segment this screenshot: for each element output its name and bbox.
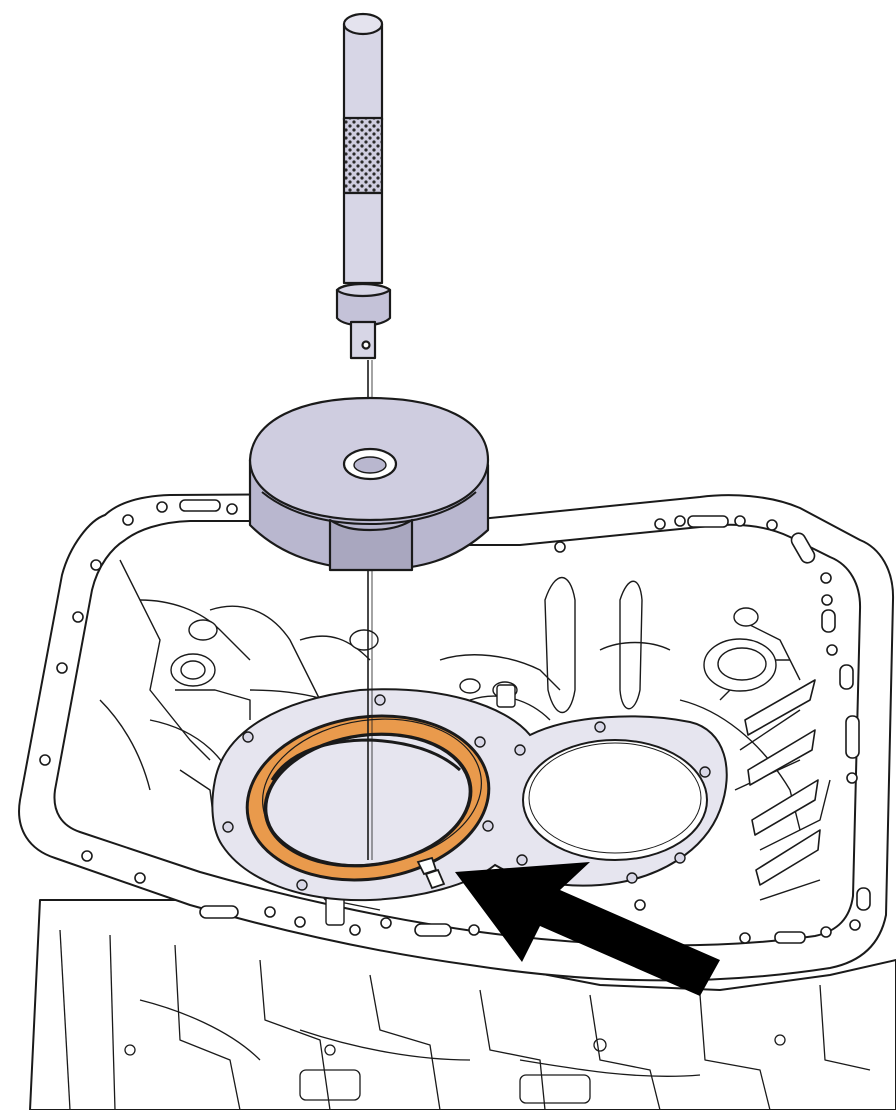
oil-seal xyxy=(245,714,491,882)
handle-shaft-top xyxy=(342,22,384,122)
retainer-plate-bore xyxy=(522,739,708,861)
handle-cross-hole xyxy=(361,340,371,350)
housing-fins xyxy=(744,679,821,886)
housing-lower-ribs xyxy=(59,929,871,1110)
handle-pilot xyxy=(349,320,377,360)
seal-lip-notch xyxy=(416,856,446,890)
adapter-step xyxy=(261,491,477,525)
retainer-plate-bolts xyxy=(222,694,711,891)
seal-shadow-edge xyxy=(270,738,462,781)
adapter-slot xyxy=(328,518,414,572)
handle-cap xyxy=(342,12,384,36)
driver-handle xyxy=(335,12,392,360)
direction-arrow xyxy=(455,862,720,996)
handle-shaft-lower xyxy=(342,191,384,285)
seal-installer-adapter xyxy=(248,396,490,572)
handle-knurl xyxy=(342,116,384,195)
